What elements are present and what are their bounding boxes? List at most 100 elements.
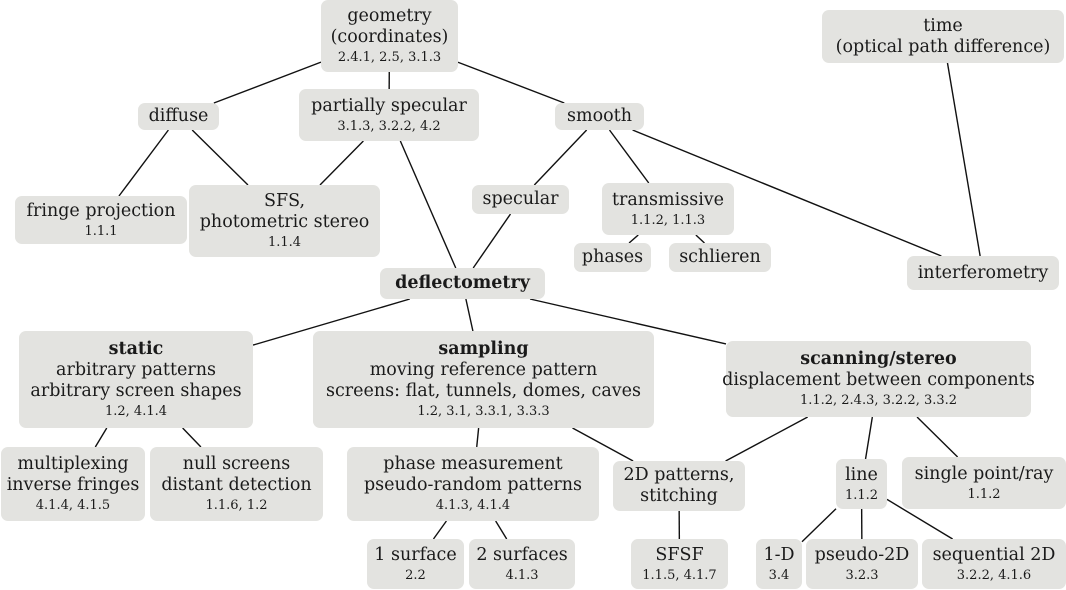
edge-deflectometry-static [252, 298, 410, 346]
node-sfs-line: SFS, [263, 191, 306, 211]
node-phases-line: phases [581, 247, 644, 267]
edge-deflectometry-scanning [529, 298, 727, 345]
node-static-line: static [108, 339, 164, 359]
node-static: static arbitrary patterns arbitrary scre… [19, 331, 253, 428]
edge-scanning-line [864, 416, 874, 460]
node-1-d: 1-D 3.4 [756, 539, 802, 589]
node-single-point-refs: 1.1.2 [967, 486, 1001, 502]
node-line-line: line [845, 464, 878, 485]
node-diffuse-line: diffuse [148, 106, 209, 126]
node-1-d-line: 1-D [763, 544, 795, 565]
node-2-surfaces: 2 surfaces 4.1.3 [469, 539, 575, 589]
edge-geometry-smooth [457, 61, 565, 104]
node-fringe-projection-refs: 1.1.1 [84, 223, 118, 239]
node-multiplexing-line: inverse fringes [6, 475, 140, 495]
node-transmissive-line: transmissive [611, 189, 725, 210]
node-smooth: smooth [555, 103, 644, 130]
node-partially-specular-line: partially specular [311, 95, 467, 116]
node-scanning: scanning/stereo displacement between com… [722, 341, 1035, 417]
node-scanning-line: scanning/stereo [800, 349, 957, 369]
node-multiplexing: multiplexing inverse fringes 4.1.4, 4.1.… [1, 447, 145, 521]
node-time-line: time [923, 15, 963, 36]
node-smooth-line: smooth [567, 106, 632, 126]
edge-transmissive-phases [628, 234, 639, 244]
node-specular-line: specular [482, 189, 559, 209]
node-sequential-2d: sequential 2D 3.2.2, 4.1.6 [922, 539, 1066, 589]
edge-scanning-patterns_2d [725, 416, 808, 462]
node-line-refs: 1.1.2 [844, 487, 879, 503]
node-phases: phases [574, 243, 651, 272]
node-geometry-line: (coordinates) [330, 27, 449, 47]
node-1-surface: 1 surface 2.2 [367, 539, 464, 589]
edge-specular-deflectometry [472, 213, 512, 269]
node-phase-measurement-line: pseudo-random patterns [363, 475, 583, 495]
node-2-surfaces-line: 2 surfaces [476, 544, 568, 565]
node-1-surface-refs: 2.2 [405, 567, 426, 583]
edge-scanning-single_point [916, 416, 959, 458]
edge-smooth-transmissive [608, 129, 650, 184]
node-null-screens-line: distant detection [161, 475, 312, 495]
edge-line-sequential_2d [886, 498, 953, 540]
node-specular: specular [472, 185, 569, 214]
node-pseudo-2d-line: pseudo-2D [814, 544, 910, 565]
edge-time-interferometry [946, 62, 981, 257]
node-deflectometry-line: deflectometry [395, 273, 530, 293]
node-pseudo-2d: pseudo-2D 3.2.3 [806, 539, 918, 589]
edge-deflectometry-sampling [465, 298, 474, 332]
node-2d-patterns-line: stitching [640, 486, 718, 506]
edge-static-multiplexing [94, 427, 108, 448]
node-null-screens-line: null screens [182, 454, 291, 474]
node-transmissive-refs: 1.1.2, 1.1.3 [630, 212, 706, 228]
edge-geometry-diffuse [213, 61, 322, 104]
node-fringe-projection: fringe projection 1.1.1 [15, 196, 187, 244]
node-phase-measurement: phase measurement pseudo-random patterns… [347, 447, 599, 521]
node-sampling-line: screens: flat, tunnels, domes, caves [326, 381, 641, 401]
edge-phase_measurement-surface_1 [432, 520, 447, 540]
node-2-surfaces-refs: 4.1.3 [505, 567, 539, 583]
node-1-surface-line: 1 surface [374, 544, 457, 565]
node-sampling-line: moving reference pattern [369, 360, 598, 380]
node-partially-specular-refs: 3.1.3, 3.2.2, 4.2 [337, 118, 441, 134]
edge-line-one_d [801, 508, 837, 543]
node-scanning-refs: 1.1.2, 2.4.3, 3.2.2, 3.3.2 [799, 393, 958, 408]
edge-diffuse-sfs [191, 129, 249, 186]
edge-smooth-interferometry [632, 129, 942, 257]
node-phase-measurement-line: phase measurement [383, 454, 563, 474]
node-deflectometry: deflectometry [380, 268, 545, 299]
node-null-screens-refs: 1.1.6, 1.2 [205, 498, 268, 513]
node-schlieren-line: schlieren [679, 247, 761, 267]
node-schlieren: schlieren [669, 243, 771, 272]
node-static-refs: 1.2, 4.1.4 [104, 404, 168, 419]
edge-sampling-patterns_2d [572, 427, 634, 462]
node-line: line 1.1.2 [836, 459, 887, 509]
node-time-line: (optical path difference) [835, 36, 1051, 57]
node-static-line: arbitrary screen shapes [30, 381, 242, 401]
node-single-point: single point/ray 1.1.2 [902, 457, 1066, 509]
node-2d-patterns-line: 2D patterns, [623, 465, 735, 485]
node-sampling-refs: 1.2, 3.1, 3.3.1, 3.3.3 [417, 404, 550, 419]
edge-diffuse-fringe_projection [118, 129, 169, 197]
node-sfsf-refs: 1.1.5, 4.1.7 [642, 567, 717, 583]
node-single-point-line: single point/ray [914, 463, 1054, 484]
node-interferometry: interferometry [907, 256, 1059, 290]
node-scanning-line: displacement between components [722, 370, 1035, 390]
node-phase-measurement-refs: 4.1.3, 4.1.4 [435, 498, 511, 513]
node-null-screens: null screens distant detection 1.1.6, 1.… [150, 447, 323, 521]
edge-smooth-specular [533, 129, 588, 186]
node-sfsf: SFSF 1.1.5, 4.1.7 [631, 539, 728, 589]
node-2d-patterns: 2D patterns, stitching [613, 461, 745, 511]
node-geometry: geometry (coordinates) 2.4.1, 2.5, 3.1.3 [321, 0, 458, 72]
node-multiplexing-refs: 4.1.4, 4.1.5 [35, 498, 111, 513]
node-sfs-line: photometric stereo [199, 212, 370, 232]
edge-partially_specular-deflectometry [399, 140, 457, 269]
edge-partially_specular-sfs [319, 140, 364, 186]
node-sampling: sampling moving reference pattern screen… [313, 331, 654, 428]
node-sfs-refs: 1.1.4 [267, 235, 302, 250]
edge-phase_measurement-surface_2 [495, 520, 508, 540]
edge-transmissive-schlieren [695, 234, 705, 244]
node-1-d-refs: 3.4 [768, 567, 790, 583]
node-sequential-2d-line: sequential 2D [932, 544, 1056, 565]
node-transmissive: transmissive 1.1.2, 1.1.3 [602, 183, 734, 235]
